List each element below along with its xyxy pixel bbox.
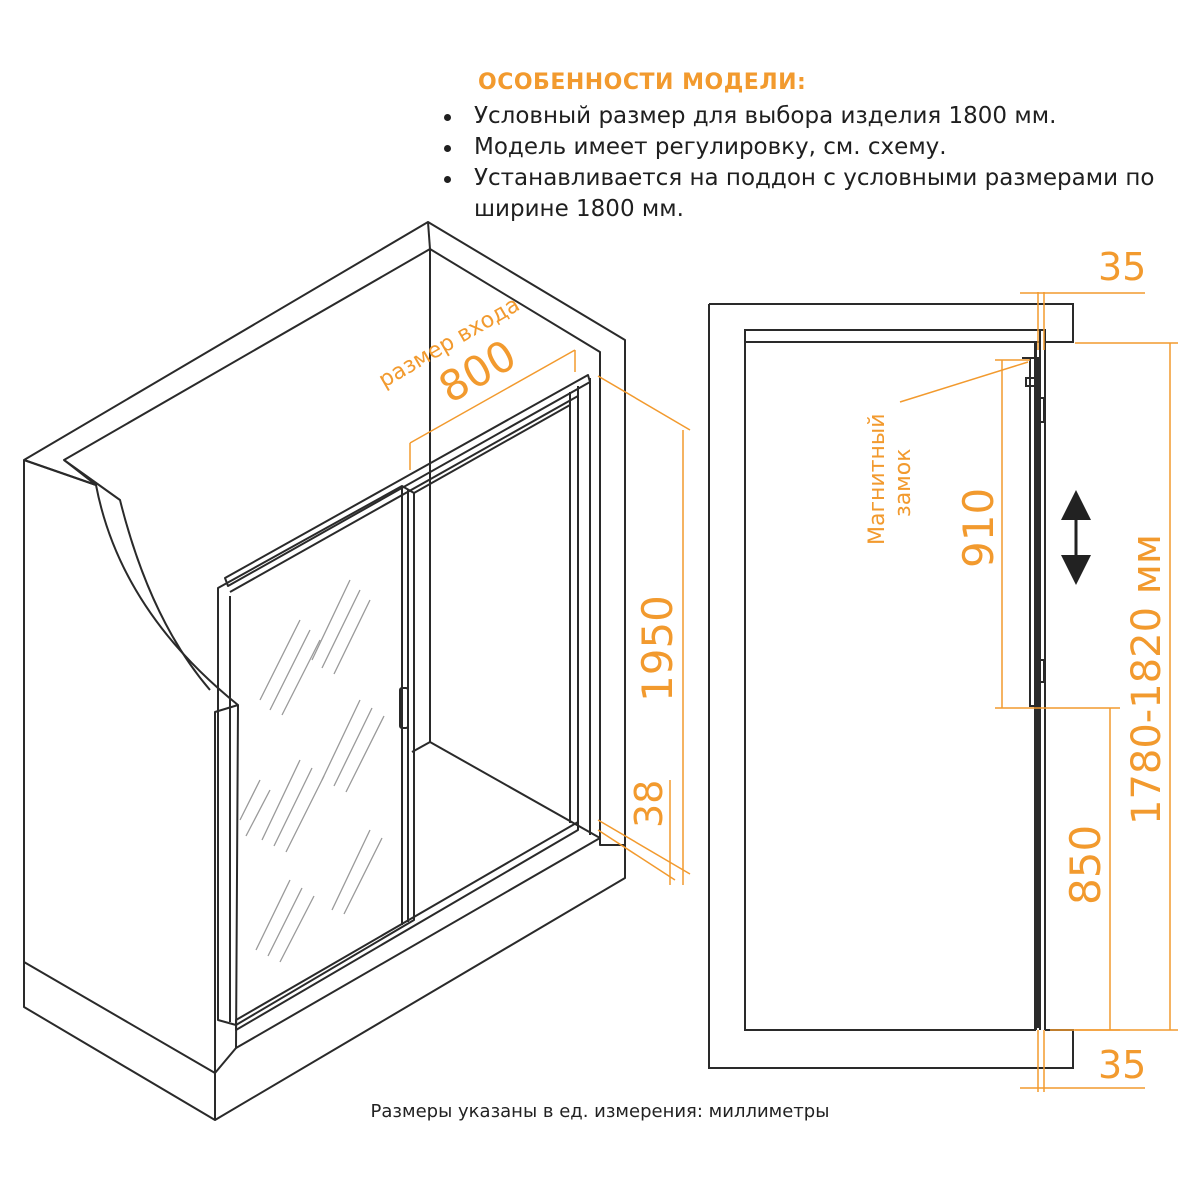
features-block: ОСОБЕННОСТИ МОДЕЛИ: Условный размер для … xyxy=(440,70,1180,225)
bottom-offset: 35 xyxy=(1098,1043,1146,1087)
plan-inner-opening xyxy=(744,341,1036,1031)
footnote: Размеры указаны в ед. измерения: миллиме… xyxy=(370,1101,830,1122)
lock-leader xyxy=(899,361,1029,403)
iso-back-wall xyxy=(23,221,626,846)
handle-height: 850 xyxy=(1061,825,1110,905)
iso-view xyxy=(23,221,626,1121)
dim-line-entry xyxy=(409,349,576,444)
iso-left-wall xyxy=(23,460,239,1074)
plan-door-profile xyxy=(1029,357,1039,707)
iso-door-handle xyxy=(399,687,409,729)
plan-view xyxy=(708,303,1074,1069)
lock-height: 910 xyxy=(954,488,1003,568)
top-offset: 35 xyxy=(1098,245,1146,289)
lock-label-line: Магнитный xyxy=(865,413,890,545)
plan-dimensions xyxy=(899,292,1178,1092)
threshold-value: 38 xyxy=(627,780,671,828)
iso-dimensions xyxy=(409,349,691,885)
iso-bottom-rail xyxy=(235,821,579,1031)
lock-label: Магнитныйзамок xyxy=(865,413,916,545)
feature-item: Условный размер для выбора изделия 1800 … xyxy=(440,101,1180,132)
height-value: 1950 xyxy=(633,595,682,702)
lock-label-line: замок xyxy=(891,448,916,517)
magnetic-lock-icon xyxy=(1025,377,1041,387)
iso-base xyxy=(23,962,216,1121)
plan-wall-outline xyxy=(709,303,1074,343)
features-title: ОСОБЕННОСТИ МОДЕЛИ: xyxy=(478,70,807,95)
features-list: Условный размер для выбора изделия 1800 … xyxy=(440,101,1180,225)
feature-item: Модель имеет регулировку, см. схему. xyxy=(440,132,1180,163)
feature-item: Устанавливается на поддон с условными ра… xyxy=(440,163,1180,225)
iso-glass-texture xyxy=(239,579,385,963)
total-range: 1780-1820 мм xyxy=(1124,534,1170,825)
